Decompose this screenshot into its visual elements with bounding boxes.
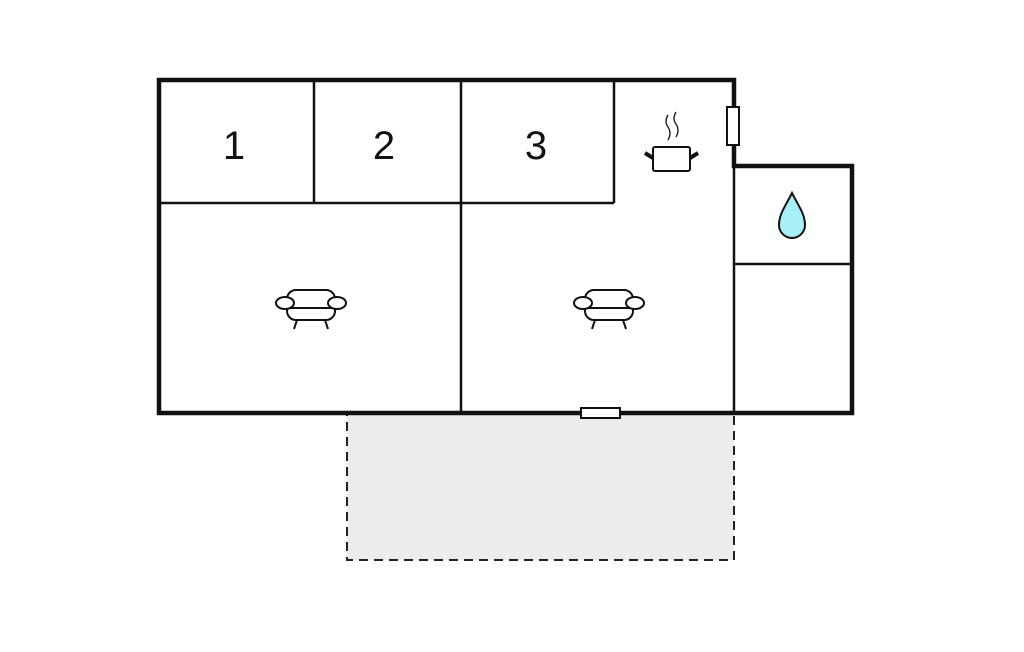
window [726,106,740,146]
room-label-3: 3 [525,124,547,168]
room-label-1: 1 [223,124,245,168]
room-label-2: 2 [373,124,395,168]
water-drop-icon [777,190,807,239]
terrace [346,412,735,561]
cooking-pot-icon [643,111,700,172]
sofa-icon [275,289,347,330]
sofa-icon [573,289,645,330]
interior-walls [159,80,852,413]
exterior-wall [156,77,855,416]
door [580,407,621,419]
